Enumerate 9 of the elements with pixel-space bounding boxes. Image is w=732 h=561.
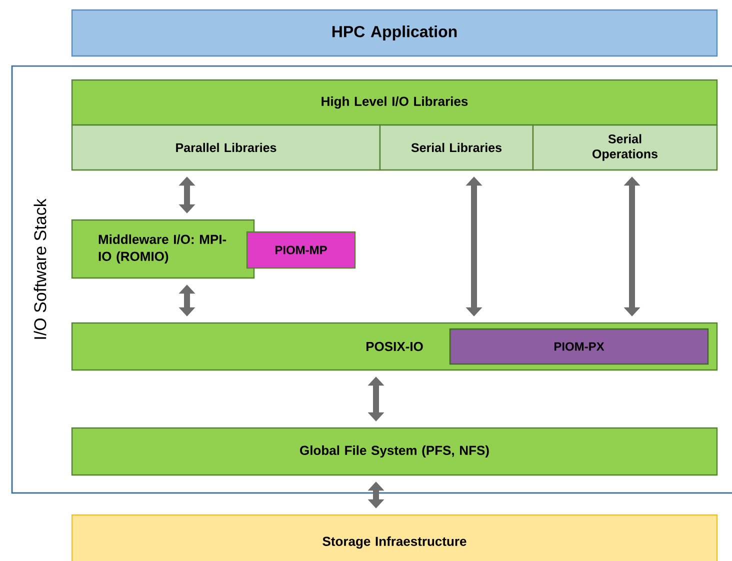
module-box: PIOM-MP — [246, 231, 356, 269]
module-box: PIOM-PX — [449, 328, 709, 365]
application-box: HPC Application — [71, 9, 718, 57]
layer-box: Global File System (PFS, NFS) — [71, 427, 718, 476]
library-cell: Serial Libraries — [379, 124, 534, 171]
middleware-box: Middleware I/O: MPI-IO (ROMIO) — [71, 219, 255, 279]
storage-box: Storage Infraestructure — [71, 514, 718, 561]
layer-box: High Level I/O Libraries — [71, 79, 718, 126]
library-cell: Serial Operations — [532, 124, 718, 171]
